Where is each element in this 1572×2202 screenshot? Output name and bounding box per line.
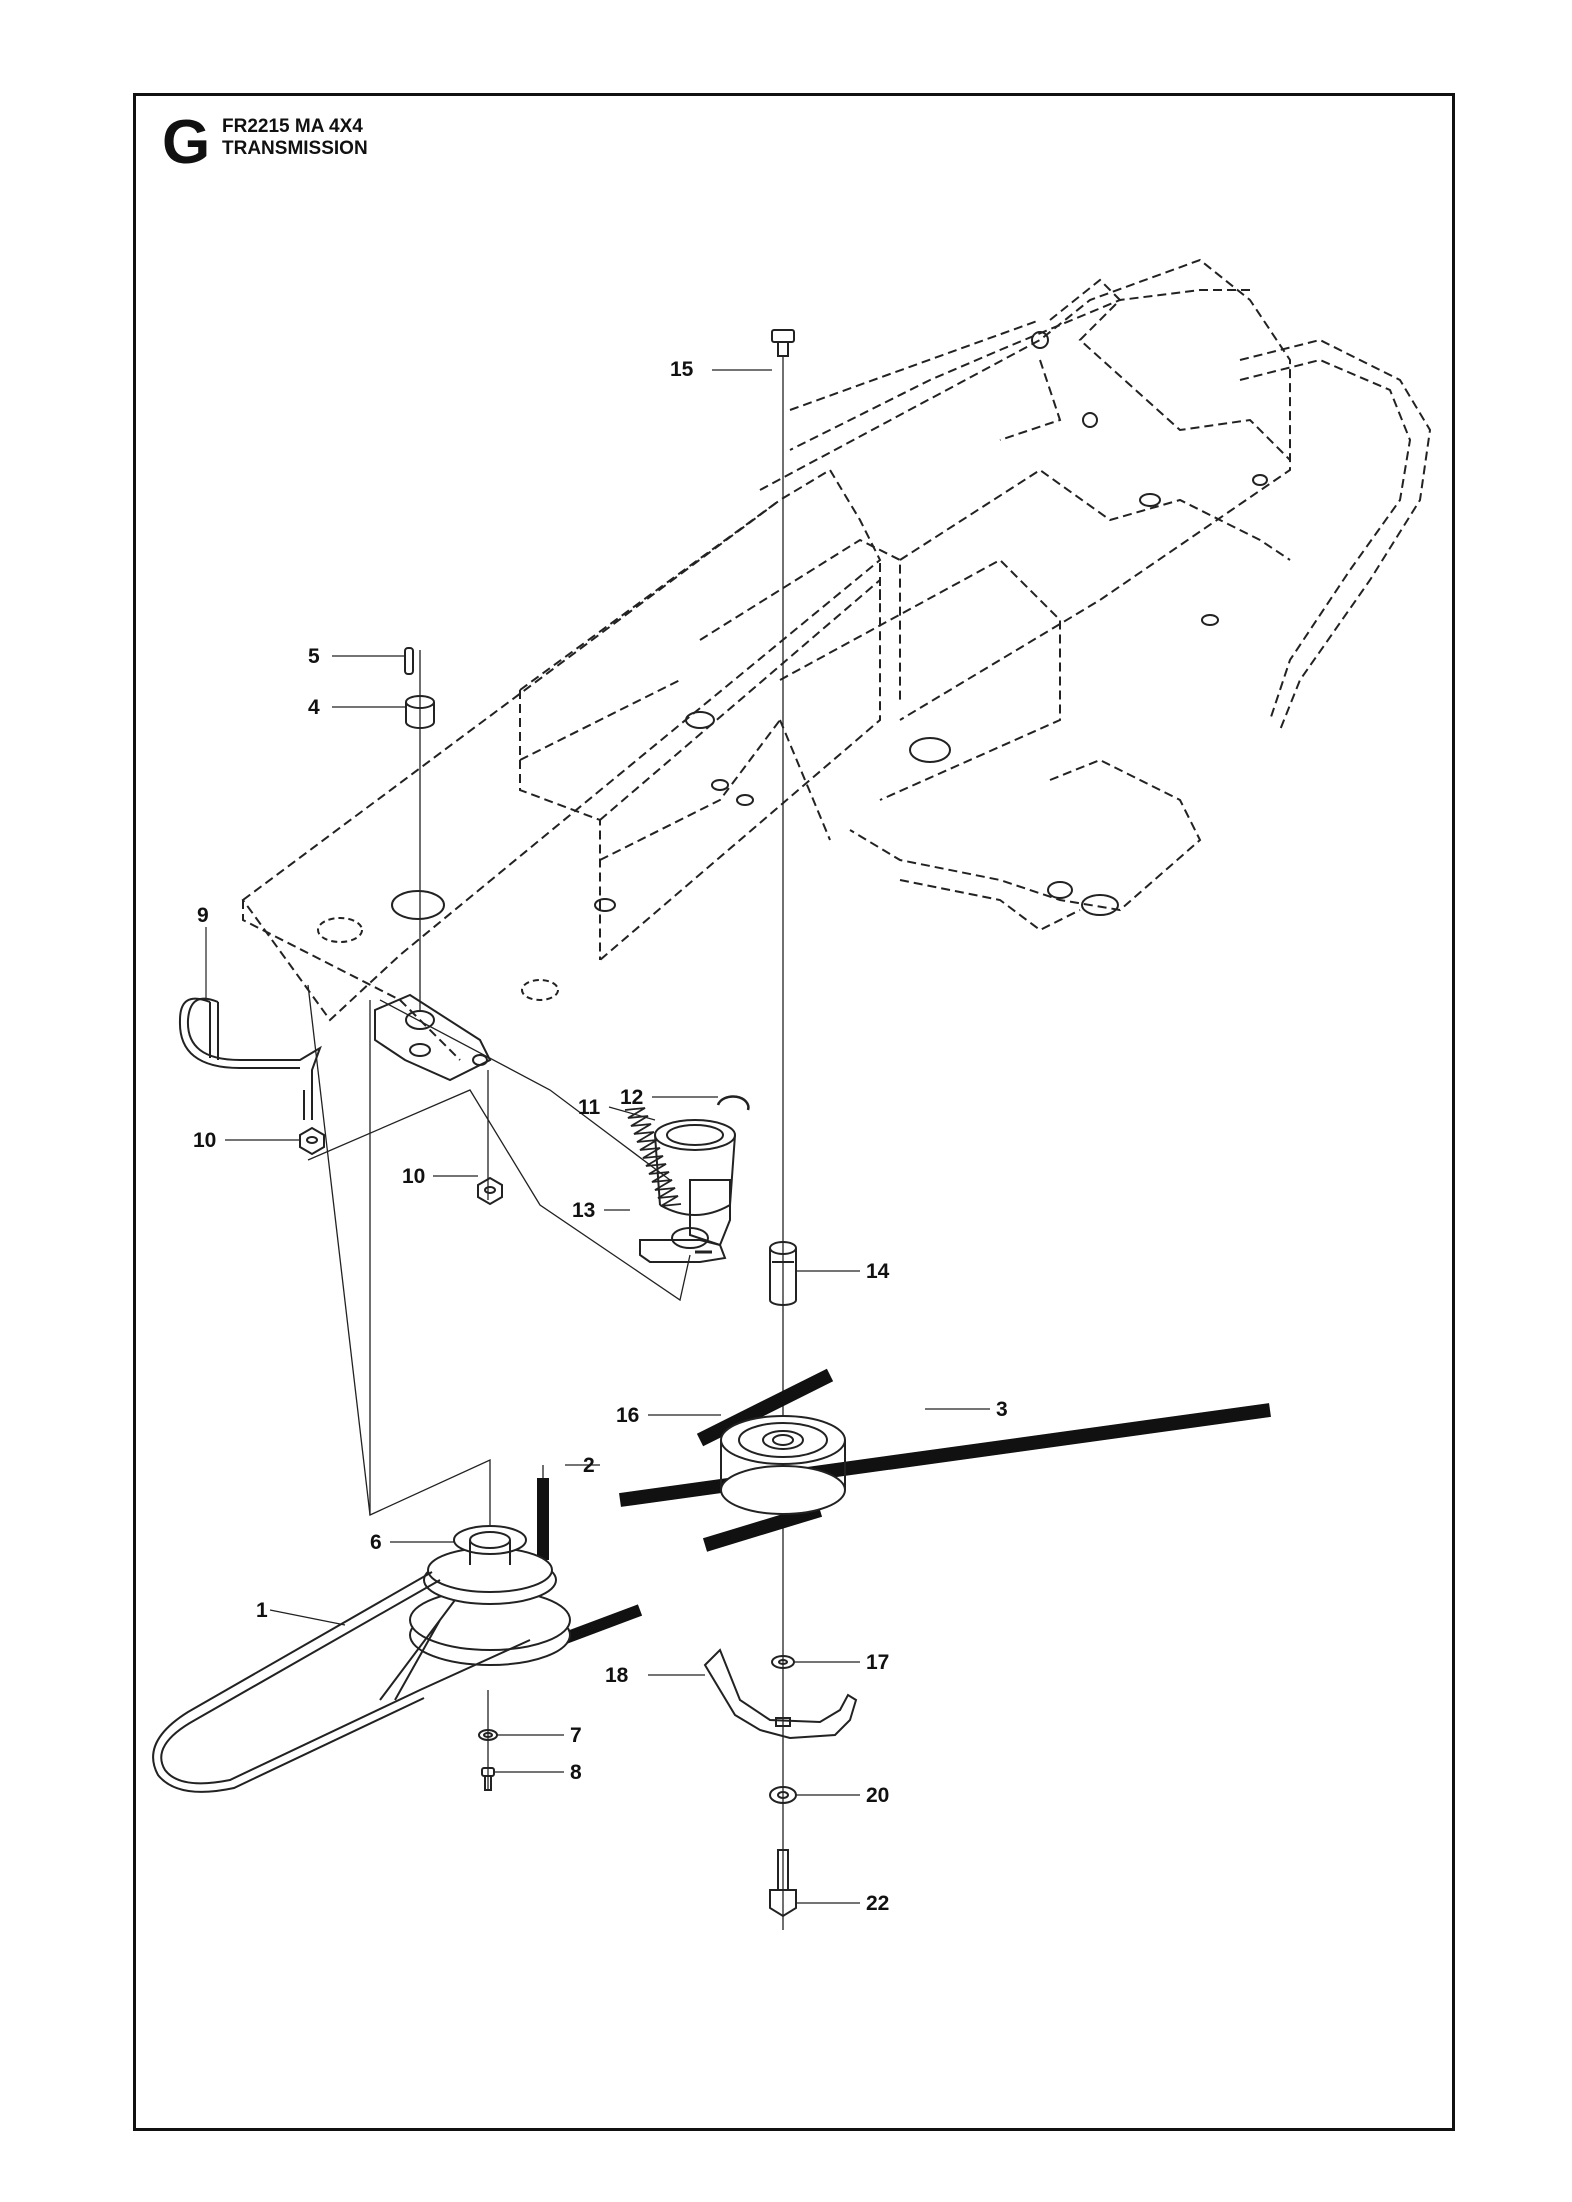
belt-guide-part-18 xyxy=(703,1648,858,1740)
nut-part-10-left xyxy=(299,1126,325,1156)
drawing-frame xyxy=(133,93,1455,2131)
mount-bracket xyxy=(374,993,492,1082)
bolt-part-15 xyxy=(771,329,795,357)
belt-part-2b xyxy=(557,1604,643,1646)
callout-10-left: 10 xyxy=(193,1129,217,1152)
callout-18: 18 xyxy=(605,1664,629,1687)
callout-leaders xyxy=(205,369,990,1904)
callout-14: 14 xyxy=(866,1260,890,1283)
model-name: FR2215 MA 4X4 xyxy=(222,116,363,137)
callout-12: 12 xyxy=(620,1086,644,1109)
pin-part-5 xyxy=(404,647,414,675)
sleeve-part-11 xyxy=(654,1119,736,1216)
callout-22: 22 xyxy=(866,1892,890,1915)
idler-pulley-part-16 xyxy=(720,1415,846,1515)
bushing-part-4 xyxy=(405,695,435,729)
spring-part-13 xyxy=(624,1107,682,1207)
callout-8: 8 xyxy=(570,1761,582,1784)
title-block: FR2215 MA 4X4 TRANSMISSION xyxy=(222,116,368,160)
callout-16: 16 xyxy=(616,1404,640,1427)
callout-1: 1 xyxy=(256,1599,268,1622)
callout-3: 3 xyxy=(996,1398,1008,1421)
drive-pulley xyxy=(409,1525,571,1666)
circlip-part-12 xyxy=(716,1095,750,1111)
callout-4: 4 xyxy=(308,696,320,719)
callout-6: 6 xyxy=(370,1531,382,1554)
callout-10-right: 10 xyxy=(402,1165,426,1188)
section-title: TRANSMISSION xyxy=(222,138,368,159)
callout-9: 9 xyxy=(197,904,209,927)
section-letter: G xyxy=(162,108,211,177)
callout-11: 11 xyxy=(578,1096,601,1119)
bolt-part-22 xyxy=(769,1849,797,1918)
idler-arm xyxy=(639,1179,731,1263)
callout-2: 2 xyxy=(583,1454,595,1477)
rod-part-9 xyxy=(178,997,322,1120)
spacer-part-14 xyxy=(769,1241,797,1306)
callout-15: 15 xyxy=(670,358,694,381)
callout-13: 13 xyxy=(572,1199,596,1222)
belt-part-1 xyxy=(152,1571,531,1793)
callout-17: 17 xyxy=(866,1651,890,1674)
callout-5: 5 xyxy=(308,645,320,668)
frame-holes xyxy=(317,331,1268,1001)
callout-20: 20 xyxy=(866,1784,890,1807)
nut-part-10-right xyxy=(477,1176,503,1206)
chassis-frame xyxy=(241,258,1432,1061)
belt-part-3 xyxy=(619,1368,1271,1552)
callout-7: 7 xyxy=(570,1724,582,1747)
